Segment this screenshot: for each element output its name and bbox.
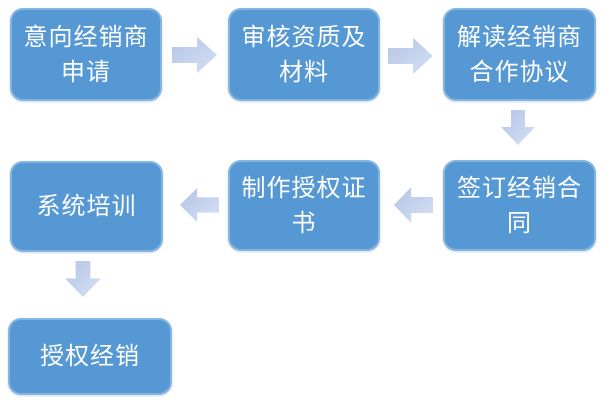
- arrow-down-icon: [499, 110, 537, 146]
- arrow-right-icon: [388, 36, 434, 76]
- arrow-left-icon: [393, 185, 433, 225]
- arrow-left-icon: [179, 186, 219, 224]
- flow-node-system-training: 系统培训: [10, 161, 163, 252]
- arrow-down-icon: [63, 261, 103, 298]
- flow-node-authorized-distribution: 授权经销: [8, 318, 172, 395]
- flow-node-review-qualifications: 审核资质及材料: [228, 8, 380, 101]
- flow-node-interpret-agreement: 解读经销商合作协议: [443, 8, 596, 101]
- arrow-right-icon: [172, 35, 218, 75]
- flow-node-sign-contract: 签订经销合同: [443, 160, 596, 251]
- flow-node-make-certificate: 制作授权证书: [228, 160, 380, 251]
- flow-node-dealer-application: 意向经销商申请: [10, 8, 162, 101]
